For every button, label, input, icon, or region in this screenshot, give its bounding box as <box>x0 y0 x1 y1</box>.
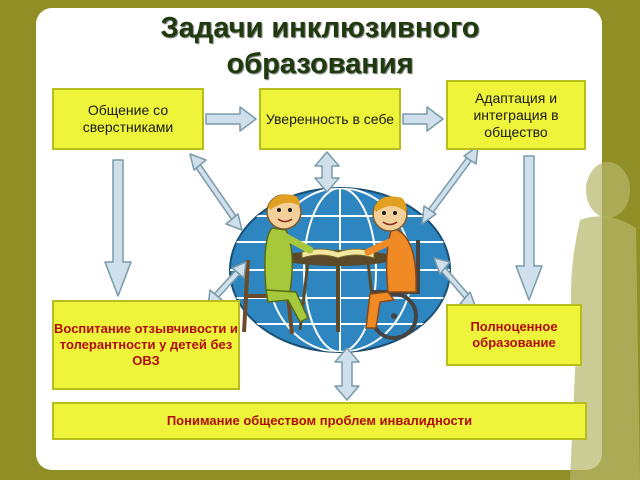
arrow-down-right <box>515 155 543 301</box>
arrow-vertical-confidence <box>314 151 340 193</box>
title-line-2: образования <box>226 48 414 80</box>
box-tolerance: Воспитание отзывчивости и толерантности … <box>52 300 240 390</box>
box-adaptation-label: Адаптация и интеграция в общество <box>473 89 559 140</box>
box-understanding-label: Понимание обществом проблем инвалидности <box>166 413 473 428</box>
arrow-vertical-understanding <box>334 347 360 401</box>
box-full-education: Полноценное образование <box>446 304 582 366</box>
box-full-education-label: Полноценное образование <box>470 319 558 350</box>
box-adaptation: Адаптация и интеграция в общество <box>446 80 586 150</box>
child-left-icon <box>242 194 314 335</box>
arrow-right-2 <box>402 106 444 132</box>
box-understanding: Понимание обществом проблем инвалидности <box>52 402 587 440</box>
child-wheelchair-icon <box>364 196 420 340</box>
box-confidence: Уверенность в себе <box>259 88 401 150</box>
box-tolerance-label: Воспитание отзывчивости и толерантности … <box>54 321 238 368</box>
title-line-1: Задачи инклюзивного <box>160 12 480 44</box>
arrow-right-1 <box>205 106 257 132</box>
box-communication-label: Общение со сверстниками <box>82 102 174 135</box>
page-title: Задачи инклюзивного образования <box>40 10 600 82</box>
arrow-down-left <box>104 159 132 297</box>
box-confidence-label: Уверенность в себе <box>265 110 395 127</box>
person-silhouette <box>570 162 640 480</box>
box-communication: Общение со сверстниками <box>52 88 204 150</box>
